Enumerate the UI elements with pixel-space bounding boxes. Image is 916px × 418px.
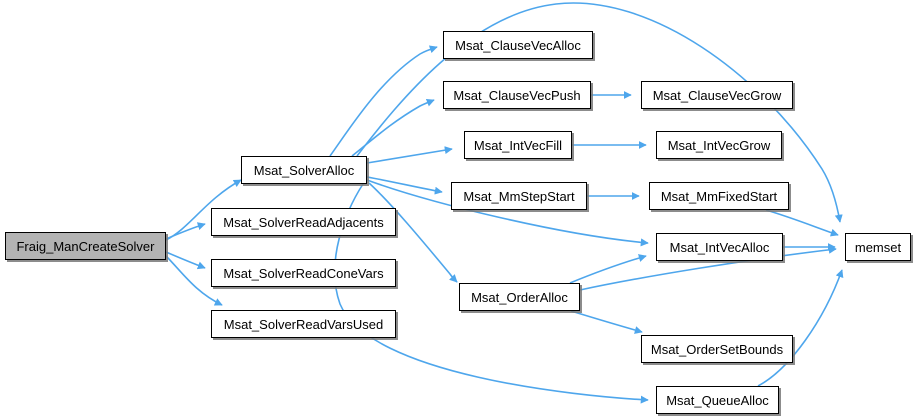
graph-edge-root-to-readVarsUsed	[165, 255, 223, 306]
graph-node-label: memset	[854, 239, 902, 255]
graph-node-solverAlloc[interactable]: Msat_SolverAlloc	[241, 156, 367, 184]
graph-node-readAdjacents[interactable]: Msat_SolverReadAdjacents	[211, 208, 396, 236]
graph-edge-solverAlloc-to-intVecAlloc	[366, 179, 649, 247]
graph-node-label: Msat_MmFixedStart	[660, 188, 778, 204]
graph-node-clauseVecPush[interactable]: Msat_ClauseVecPush	[443, 81, 591, 109]
graph-edge-root-to-readAdjacents	[165, 222, 206, 240]
graph-node-readVarsUsed[interactable]: Msat_SolverReadVarsUsed	[211, 310, 396, 338]
graph-edge-solverAlloc-to-clauseVecAlloc	[329, 45, 438, 157]
graph-node-mmFixedStart[interactable]: Msat_MmFixedStart	[649, 182, 789, 210]
graph-node-label: Msat_ClauseVecPush	[453, 87, 581, 103]
graph-node-orderAlloc[interactable]: Msat_OrderAlloc	[459, 283, 580, 311]
graph-edge-orderAlloc-to-orderSetBounds	[570, 310, 643, 334]
graph-node-label: Msat_MmStepStart	[463, 188, 575, 204]
graph-node-label: Msat_IntVecAlloc	[669, 239, 770, 255]
graph-edge-orderAlloc-to-memset	[579, 245, 837, 291]
graph-node-intVecAlloc[interactable]: Msat_IntVecAlloc	[656, 233, 783, 261]
graph-node-label: Msat_IntVecGrow	[667, 137, 771, 153]
graph-edge-root-to-readConeVars	[165, 251, 206, 270]
graph-node-label: Fraig_ManCreateSolver	[16, 238, 155, 254]
graph-node-label: Msat_SolverAlloc	[253, 162, 355, 178]
graph-edge-orderAlloc-to-intVecAlloc	[569, 254, 647, 284]
graph-node-orderSetBounds[interactable]: Msat_OrderSetBounds	[641, 335, 793, 363]
graph-node-root[interactable]: Fraig_ManCreateSolver	[5, 232, 166, 260]
graph-node-label: Msat_SolverReadAdjacents	[223, 214, 384, 230]
graph-node-clauseVecGrow[interactable]: Msat_ClauseVecGrow	[641, 81, 793, 109]
graph-node-mmStepStart[interactable]: Msat_MmStepStart	[451, 182, 587, 210]
graph-edge-solverAlloc-to-intVecFill	[366, 146, 453, 164]
graph-edge-mmFixedStart-to-memset	[765, 209, 839, 237]
graph-edge-solverAlloc-to-mmStepStart	[366, 176, 443, 195]
graph-node-label: Msat_ClauseVecGrow	[652, 87, 782, 103]
graph-node-queueAlloc[interactable]: Msat_QueueAlloc	[656, 386, 779, 414]
graph-node-label: Msat_SolverReadConeVars	[223, 265, 384, 281]
graph-node-intVecFill[interactable]: Msat_IntVecFill	[464, 131, 572, 159]
graph-edge-queueAlloc-to-memset	[757, 269, 844, 387]
graph-node-label: Msat_QueueAlloc	[666, 392, 769, 408]
graph-node-readConeVars[interactable]: Msat_SolverReadConeVars	[211, 259, 396, 287]
graph-edge-solverAlloc-to-memset	[356, 2, 843, 223]
graph-node-label: Msat_ClauseVecAlloc	[455, 37, 581, 53]
graph-node-label: Msat_OrderSetBounds	[650, 341, 784, 357]
graph-node-label: Msat_IntVecFill	[473, 137, 563, 153]
graph-edge-solverAlloc-to-orderAlloc	[368, 182, 458, 283]
graph-node-label: Msat_SolverReadVarsUsed	[223, 316, 384, 332]
graph-node-label: Msat_OrderAlloc	[471, 289, 568, 305]
graph-node-clauseVecAlloc[interactable]: Msat_ClauseVecAlloc	[443, 31, 593, 59]
graph-node-intVecGrow[interactable]: Msat_IntVecGrow	[656, 131, 782, 159]
graph-node-memset[interactable]: memset	[845, 233, 911, 261]
